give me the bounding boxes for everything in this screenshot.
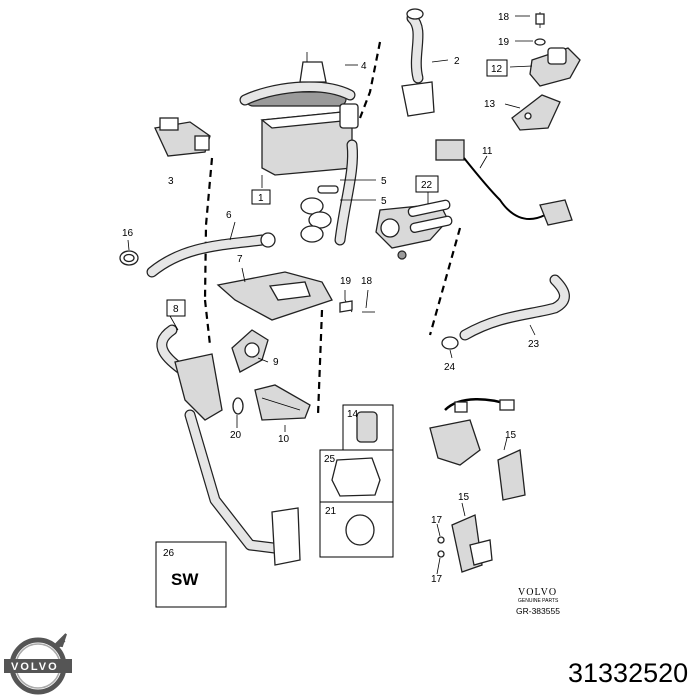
part-22-valve [375,199,453,260]
callout-2: 2 [454,56,460,67]
callout-25: 25 [324,454,336,465]
part-8-lower-hose [156,324,301,566]
part-3-connector [154,117,211,157]
footer-brand-name: VOLVO [518,587,557,598]
part-1-heater-unit [239,81,359,188]
box-14 [342,404,394,451]
callout-21: 21 [325,506,337,517]
callout-15a: 15 [505,430,517,441]
callout-13: 13 [484,99,496,110]
part-2-upper-hose [401,8,435,117]
part-13-bracket [511,94,561,131]
callout-labels: 1 2 3 4 5 5 6 7 8 9 10 11 12 13 14 15 15… [122,12,540,585]
callout-16: 16 [122,228,134,239]
part-15-valve-lower [451,514,493,573]
callout-9: 9 [273,357,279,368]
callout-17b: 17 [431,574,443,585]
volvo-logo: VOLVO [4,633,72,695]
part-17-screws [437,536,445,558]
legend-box-number: 26 [163,548,175,559]
callout-18a: 18 [498,12,510,23]
callout-14: 14 [347,409,359,420]
footer-brand-subtitle: GENUINE PARTS [518,598,559,604]
part-7-bracket-plate [216,271,333,321]
part-10-shield [254,384,311,421]
part-20-oring [232,397,244,415]
callout-24: 24 [444,362,456,373]
logo-text: VOLVO [11,661,59,673]
callout-7: 7 [237,254,243,265]
legend-box-text: SW [171,570,199,589]
footer-brand: VOLVO GENUINE PARTS GR-383555 [516,587,560,616]
callout-20: 20 [230,430,242,441]
callout-19b: 19 [340,276,352,287]
part-9-clip [231,329,269,373]
part-19-washer-top [534,38,546,46]
part-18-19-screw [339,299,375,313]
callout-11: 11 [482,146,493,157]
callout-19a: 19 [498,37,510,48]
leader-lines [127,15,536,575]
part-5-pipes [300,139,359,246]
callout-3: 3 [168,176,174,187]
callout-23: 23 [528,339,540,350]
part-24-clamp [441,336,459,350]
callout-5b: 5 [381,196,387,207]
part-4-bracket [299,52,327,83]
callout-18b: 18 [361,276,373,287]
part-23-hose [459,274,570,341]
part-6-hose [146,232,276,278]
part-15-valve-upper [429,398,526,501]
part-12-pump [529,47,581,87]
box-21 [319,501,394,558]
box-25 [319,449,394,503]
dashed-assembly-lines [203,41,462,416]
callout-8: 8 [173,304,179,315]
callout-12: 12 [491,64,503,75]
callout-22: 22 [421,180,433,191]
part-16-clamp [119,250,139,266]
callout-10: 10 [278,434,290,445]
callout-5a: 5 [381,176,387,187]
callout-17a: 17 [431,515,443,526]
part-11-harness [435,139,573,226]
drawing-reference: GR-383555 [516,606,560,616]
callout-1: 1 [258,193,264,204]
callout-15b: 15 [458,492,470,503]
legend-box-26: 26 SW [155,541,227,608]
callout-6: 6 [226,210,232,221]
part-18-screw-top [535,12,545,28]
callout-4: 4 [361,61,367,72]
part-number: 31332520 [568,658,688,688]
